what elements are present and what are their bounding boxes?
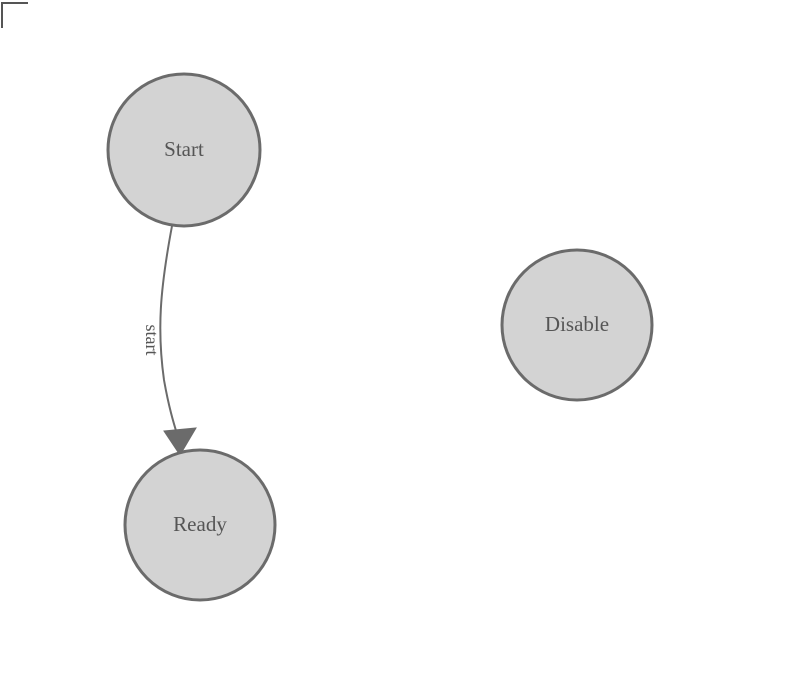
node-ready-label: Ready <box>173 512 227 536</box>
node-start-label: Start <box>164 137 204 161</box>
node-ready-circle[interactable] <box>123 448 277 602</box>
edge-arrowhead-icon <box>163 427 197 456</box>
node-disable-circle[interactable] <box>500 248 654 402</box>
node-ready[interactable]: Ready <box>123 448 277 602</box>
node-disable[interactable]: Disable <box>500 248 654 402</box>
node-start[interactable]: Start <box>106 72 262 228</box>
edge-label-start: start <box>142 325 162 356</box>
node-disable-label: Disable <box>545 312 609 336</box>
edge-start-to-ready[interactable]: start <box>142 225 197 456</box>
node-start-circle[interactable] <box>106 72 262 228</box>
top-left-corner-bracket-icon <box>1 2 28 28</box>
edge-path <box>159 225 181 445</box>
